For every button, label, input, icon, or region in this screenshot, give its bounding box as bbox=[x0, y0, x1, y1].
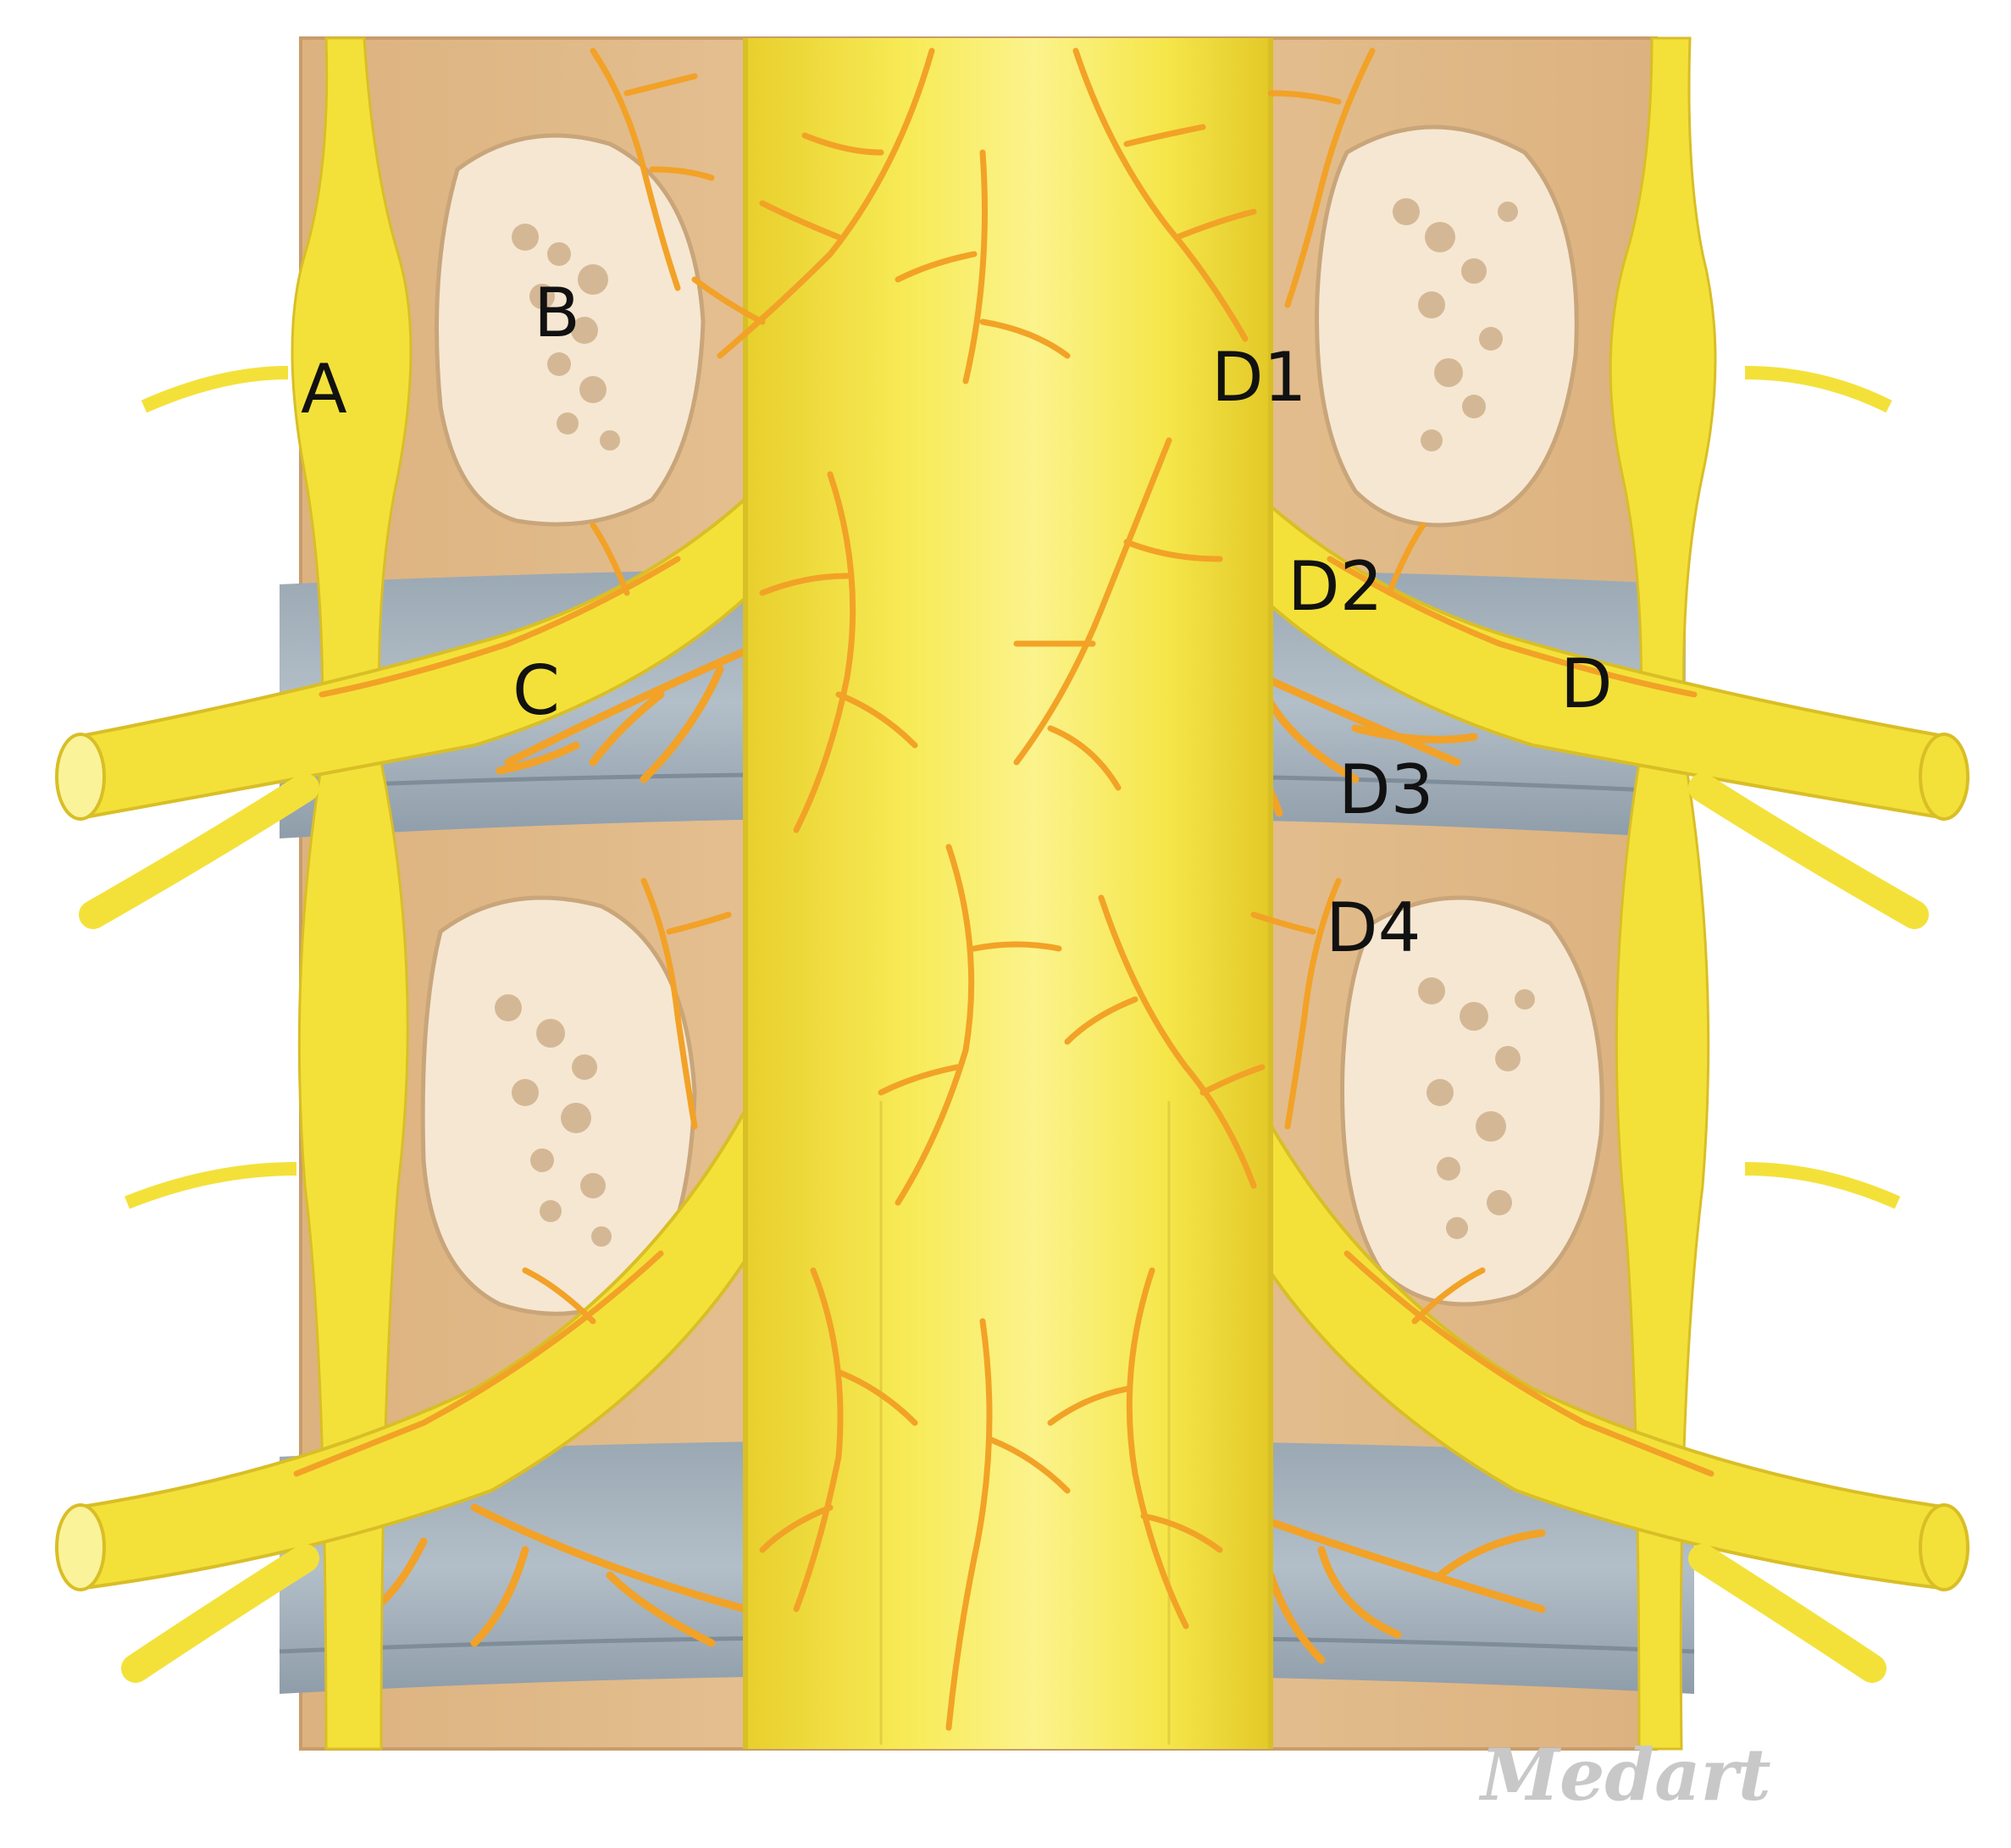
cord-vessels bbox=[293, 47, 1715, 1731]
label-b: B bbox=[534, 274, 580, 352]
spinal-cord bbox=[743, 38, 1273, 1749]
facet-upper-right bbox=[1315, 124, 1579, 528]
label-d2: D2 bbox=[1288, 547, 1383, 626]
spinal-nerve-roots bbox=[55, 454, 1969, 1683]
label-d1: D1 bbox=[1211, 338, 1307, 417]
labels: A B C D D1 D2 D3 D4 bbox=[301, 274, 1613, 967]
disc-vessels bbox=[368, 639, 1546, 1664]
label-a: A bbox=[301, 350, 347, 429]
label-c: C bbox=[512, 651, 560, 730]
medart-watermark: Medart bbox=[1478, 1733, 1771, 1817]
label-d: D bbox=[1560, 645, 1613, 723]
label-d3: D3 bbox=[1338, 750, 1434, 829]
trabecular-spots bbox=[495, 198, 1535, 1247]
lateral-nerve-chains bbox=[125, 36, 1901, 1751]
facet-lower-right bbox=[1340, 895, 1604, 1307]
facet-joints bbox=[420, 124, 1604, 1316]
facet-upper-left bbox=[435, 133, 706, 527]
label-d4: D4 bbox=[1326, 888, 1421, 967]
